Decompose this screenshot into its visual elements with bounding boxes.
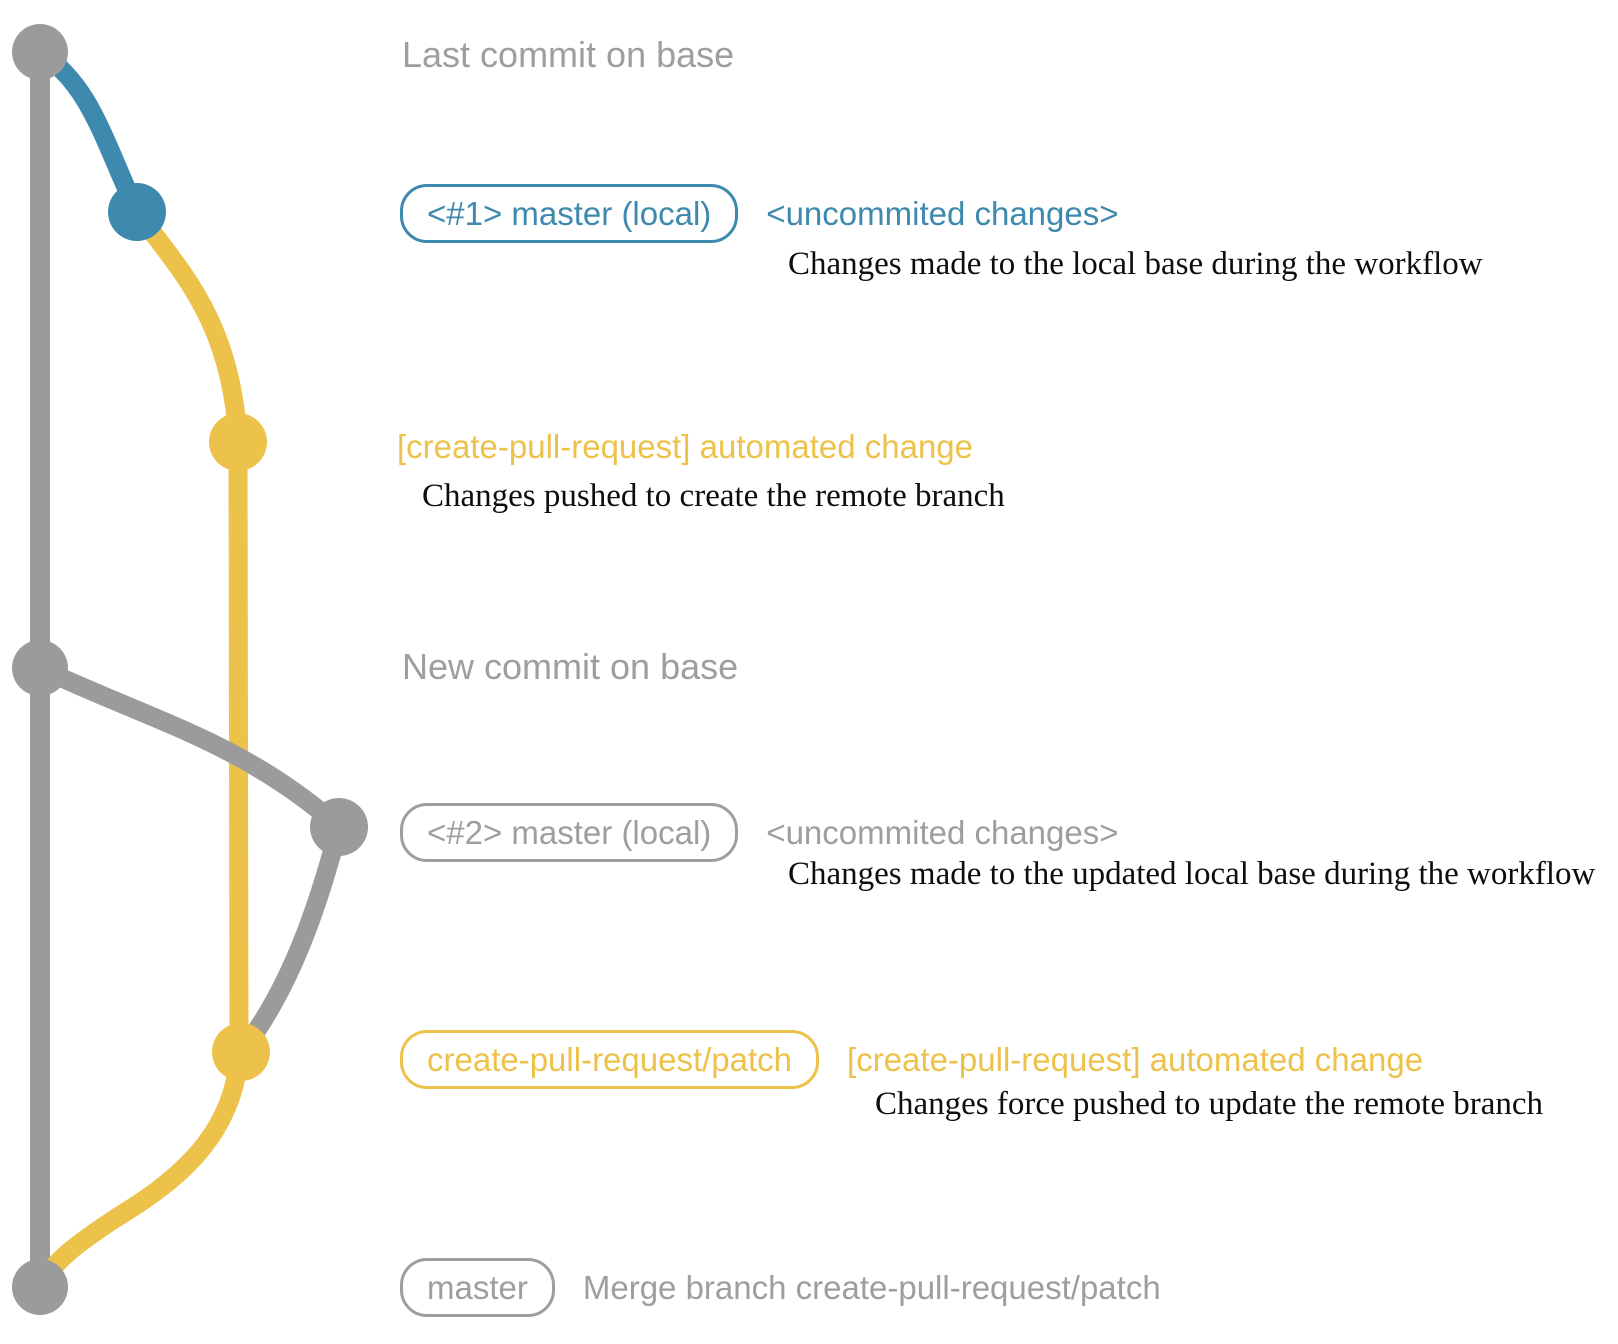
description-local-1: Changes made to the local base during th…	[788, 246, 1483, 282]
commit-node-last-base	[12, 24, 68, 80]
commit-row-patch-2: create-pull-request/patch [create-pull-r…	[400, 1030, 1423, 1089]
commit-row-local-1: <#1> master (local) <uncommited changes>	[400, 184, 1119, 243]
description-patch-2: Changes force pushed to update the remot…	[875, 1086, 1544, 1122]
commit-message-local-2: <uncommited changes>	[766, 813, 1119, 851]
commit-row-local-2: <#2> master (local) <uncommited changes>	[400, 803, 1119, 862]
commit-node-merge	[12, 1259, 68, 1315]
branch-badge-local-master-2: <#2> master (local)	[400, 803, 739, 862]
git-graph	[12, 24, 368, 1315]
commit-message-local-1: <uncommited changes>	[766, 194, 1119, 232]
branch-badge-local-master-1: <#1> master (local)	[400, 184, 739, 243]
commit-node-local-1	[108, 183, 166, 241]
create-pull-request-patch-branch-line	[31, 206, 249, 1292]
commit-message-patch-1: [create-pull-request] automated change	[397, 428, 974, 465]
commit-message-patch-2: [create-pull-request] automated change	[847, 1040, 1424, 1078]
commit-node-patch-1	[209, 413, 267, 471]
commit-node-local-2	[310, 798, 368, 856]
commit-node-patch-2	[212, 1023, 270, 1081]
commit-message-new-base: New commit on base	[402, 646, 739, 687]
branch-badge-master: master	[400, 1258, 555, 1317]
commit-message-merge: Merge branch create-pull-request/patch	[582, 1268, 1161, 1306]
commit-row-merge: master Merge branch create-pull-request/…	[400, 1258, 1161, 1317]
description-local-2: Changes made to the updated local base d…	[788, 856, 1596, 892]
commit-node-new-base	[12, 640, 68, 696]
local-master-branch-line-2	[35, 659, 350, 1046]
description-patch-1: Changes pushed to create the remote bran…	[422, 478, 1005, 514]
branch-badge-patch: create-pull-request/patch	[400, 1030, 820, 1089]
commit-message-last-base: Last commit on base	[402, 34, 735, 75]
